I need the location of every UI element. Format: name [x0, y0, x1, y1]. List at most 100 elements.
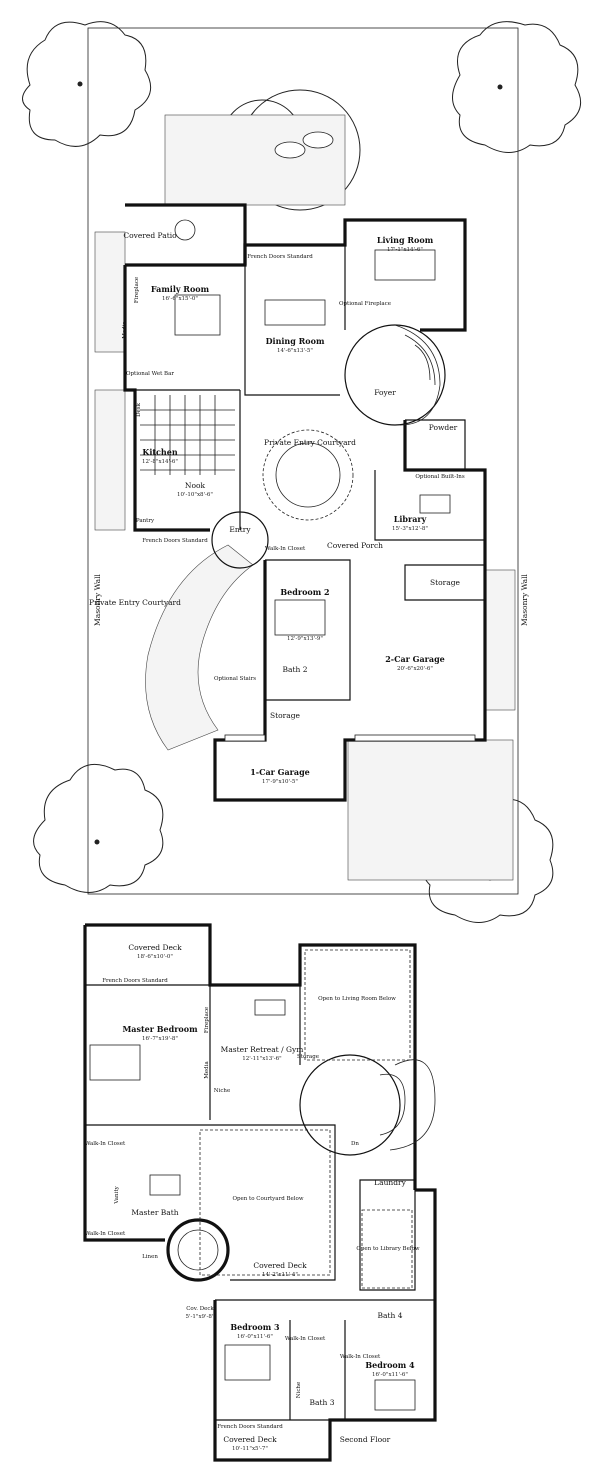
- label-walk-in-closet-2: Walk-In Closet: [85, 1231, 126, 1237]
- label-fireplace: Fireplace: [134, 277, 140, 303]
- label-linen: Linen: [142, 1254, 158, 1260]
- masonry-wall-left-label: Masonry Wall: [93, 573, 102, 625]
- room-dining-room: Dining Room: [266, 336, 325, 346]
- dim-2-car-garage: 20'-6"x20'-6": [397, 666, 433, 672]
- master-bed-icon: [89, 1044, 141, 1081]
- dim-bedroom-3: 16'-0"x11'-6": [237, 1334, 273, 1340]
- bathtub-icon: [149, 1174, 181, 1196]
- dim-covered-deck-bottom: 10'-11"x5'-7": [232, 1446, 268, 1452]
- paved-area: [94, 231, 126, 353]
- label-fireplace-second: Fireplace: [204, 1007, 210, 1033]
- courtyard-fountain: [262, 429, 354, 521]
- family-room-sofa-icon: [174, 294, 221, 336]
- dim-dining-room: 14'-6"x13'-5": [277, 348, 313, 354]
- open-to-living-room-area: [304, 949, 411, 1061]
- living-room-sofa-icon: [374, 249, 436, 281]
- dining-table-icon: [264, 299, 326, 326]
- dim-nook: 10'-10"x8'-6": [177, 492, 213, 498]
- label-optional-fireplace: Optional Fireplace: [339, 301, 391, 307]
- dim-bedroom-2: 12'-9"x13'-9": [287, 636, 323, 642]
- label-open-to-living: Open to Living Room Below: [318, 996, 396, 1002]
- dim-living-room: 17'-1"x14'-6": [387, 247, 423, 253]
- label-niche-2: Niche: [296, 1382, 302, 1398]
- open-to-library-area: [361, 1209, 413, 1289]
- paved-area: [347, 739, 514, 881]
- turret: [166, 1218, 230, 1282]
- room-covered-deck-mid: Covered Deck: [253, 1261, 307, 1270]
- room-kitchen: Kitchen: [142, 447, 177, 457]
- room-private-entry-courtyard: Private Entry Courtyard: [264, 438, 356, 447]
- label-french-doors: French Doors Standard: [247, 254, 313, 260]
- dim-cov-deck: 5'-1"x9'-8": [186, 1314, 215, 1320]
- room-living-room: Living Room: [377, 235, 434, 245]
- label-kitchen-french-doors: French Doors Standard: [142, 538, 208, 544]
- room-bedroom-3: Bedroom 3: [230, 1322, 280, 1332]
- room-bedroom-2: Bedroom 2: [280, 587, 329, 597]
- dim-bedroom-4: 16'-0"x11'-6": [372, 1372, 408, 1378]
- room-covered-deck-bottom: Covered Deck: [223, 1435, 277, 1444]
- dim-covered-deck-top: 18'-6"x10'-0": [137, 954, 173, 960]
- label-open-to-library: Open to Library Below: [356, 1246, 420, 1252]
- room-foyer: Foyer: [374, 388, 396, 397]
- garage-door: [224, 734, 266, 742]
- label-storage-second: Storage: [297, 1054, 319, 1060]
- room-bath-4: Bath 4: [378, 1311, 403, 1320]
- garage-door: [354, 734, 476, 742]
- room-nook: Nook: [185, 481, 206, 490]
- label-media: Media: [122, 321, 128, 339]
- dim-master-bedroom: 16'-7"x19'-8": [142, 1036, 178, 1042]
- room-storage: Storage: [430, 578, 461, 587]
- room-entry: Entry: [229, 525, 251, 534]
- label-french-doors-top: French Doors Standard: [102, 978, 168, 984]
- label-media-second: Media: [204, 1061, 210, 1079]
- bed-icon: [224, 1344, 271, 1381]
- label-niche: Niche: [214, 1088, 230, 1094]
- room-covered-deck-top: Covered Deck: [128, 943, 182, 952]
- second-floor: Covered Deck 18'-6"x10'-0" French Doors …: [83, 923, 437, 1462]
- room-covered-porch: Covered Porch: [327, 541, 383, 550]
- property-boundary: [87, 27, 519, 895]
- label-french-doors-bottom: French Doors Standard: [217, 1424, 283, 1430]
- label-optional-built-ins: Optional Built-Ins: [415, 474, 465, 480]
- label-vanity: Vanity: [114, 1185, 120, 1204]
- masonry-wall-right-label: Masonry Wall: [520, 573, 529, 625]
- room-library: Library: [394, 514, 427, 524]
- label-optional-stairs: Optional Stairs: [214, 676, 256, 682]
- dim-kitchen: 12'-8"x14'-6": [142, 459, 178, 465]
- second-floor-title: Second Floor: [340, 1435, 391, 1444]
- label-walk-in-closet-4: Walk-In Closet: [340, 1354, 381, 1360]
- paved-area: [94, 389, 126, 531]
- patio-table-icon: [174, 219, 196, 241]
- room-1-car-garage: 1-Car Garage: [250, 767, 310, 777]
- room-pantry: Pantry: [136, 518, 155, 524]
- lounge-chair-icon: [274, 141, 306, 159]
- paved-area: [484, 569, 516, 711]
- dim-covered-deck-mid: 14'-2"x11'-4": [262, 1272, 298, 1278]
- room-bath-2: Bath 2: [283, 665, 308, 674]
- label-dn: Dn: [351, 1141, 359, 1147]
- label-walk-in-closet-3: Walk-In Closet: [285, 1336, 326, 1342]
- room-family-room: Family Room: [151, 284, 210, 294]
- open-to-courtyard-area: [199, 1129, 331, 1276]
- room-storage-lower: Storage: [270, 711, 301, 720]
- dim-1-car-garage: 17'-9"x10'-5": [262, 779, 298, 785]
- room-private-entry-courtyard-left: Private Entry Courtyard: [89, 598, 181, 607]
- lounge-chair-icon: [302, 131, 334, 149]
- room-bedroom-4: Bedroom 4: [365, 1360, 415, 1370]
- room-master-bath: Master Bath: [131, 1208, 178, 1217]
- bed-icon: [274, 599, 326, 636]
- label-open-to-courtyard: Open to Courtyard Below: [232, 1196, 303, 1202]
- dim-family-room: 16'-6"x15'-0": [162, 296, 198, 302]
- library-desk-icon: [419, 494, 451, 514]
- gym-equipment-icon: [254, 999, 286, 1016]
- bed-icon: [374, 1379, 416, 1411]
- dim-library: 15'-3"x12'-8": [392, 526, 428, 532]
- room-master-retreat: Master Retreat / Gym: [221, 1045, 304, 1054]
- second-floor-stair: [299, 1054, 401, 1156]
- second-floor-exterior-wall: [83, 925, 165, 1242]
- room-covered-patio: Covered Patio: [123, 231, 177, 240]
- room-cov-deck: Cov. Deck: [186, 1306, 214, 1312]
- room-2-car-garage: 2-Car Garage: [385, 654, 445, 664]
- paved-area: [164, 114, 346, 206]
